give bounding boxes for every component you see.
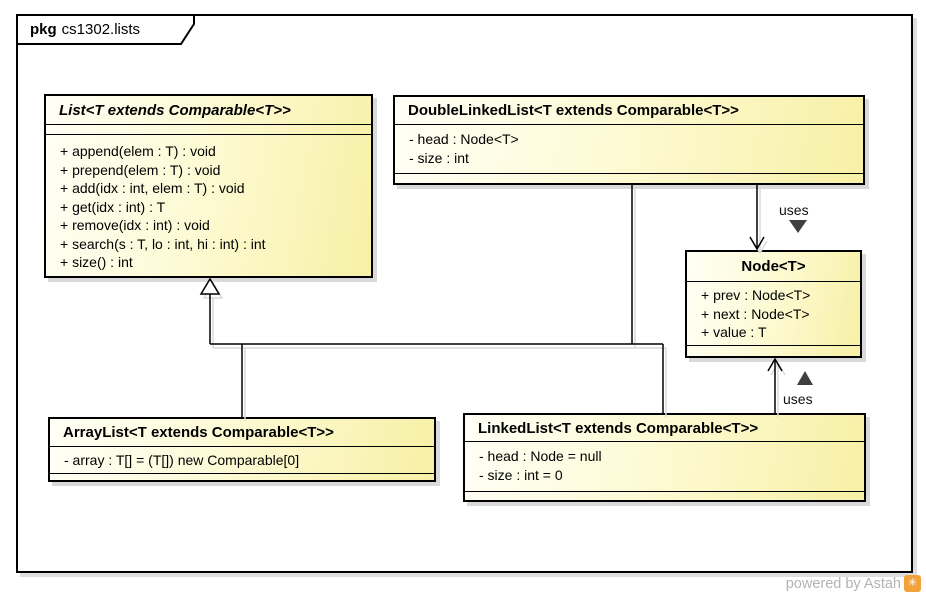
method-item: + remove(idx : int) : void <box>60 217 210 233</box>
class-title-node: Node<T> <box>687 252 860 282</box>
class-box-arraylist: ArrayList<T extends Comparable<T>> - arr… <box>48 417 436 482</box>
methods-compartment <box>395 174 863 183</box>
class-box-linkedlist: LinkedList<T extends Comparable<T>> - he… <box>463 413 866 502</box>
method-item: + search(s : T, lo : int, hi : int) : in… <box>60 235 266 252</box>
attributes-compartment: - head : Node = null - size : int = 0 <box>465 442 864 492</box>
class-box-node: Node<T> + prev : Node<T> + next : Node<T… <box>685 250 862 358</box>
class-title-linkedlist: LinkedList<T extends Comparable<T>> <box>465 415 864 442</box>
method-item: + prepend(elem : T) : void <box>60 161 221 178</box>
methods-compartment <box>687 346 860 356</box>
method-item: + append(elem : T) : void <box>60 143 216 159</box>
methods-compartment <box>465 492 864 500</box>
attributes-compartment: + prev : Node<T> + next : Node<T> + valu… <box>687 282 860 346</box>
watermark: powered by Astah ✳ <box>786 575 921 592</box>
method-item: + size() : int <box>60 254 133 270</box>
class-box-doublelinkedlist: DoubleLinkedList<T extends Comparable<T>… <box>393 95 865 185</box>
attribute-item: - size : int = 0 <box>479 466 563 483</box>
attribute-item: + next : Node<T> <box>701 305 810 322</box>
attribute-item: + value : T <box>701 324 767 340</box>
attributes-compartment: - head : Node<T> - size : int <box>395 125 863 174</box>
method-item: + add(idx : int, elem : T) : void <box>60 180 245 196</box>
method-item: + get(idx : int) : T <box>60 198 166 215</box>
attribute-item: + prev : Node<T> <box>701 287 811 303</box>
attribute-item: - size : int <box>409 149 469 166</box>
package-name: cs1302.lists <box>61 21 141 38</box>
uses-label-linkedlist: uses <box>783 391 813 407</box>
attribute-item: - head : Node = null <box>479 448 602 464</box>
watermark-text: powered by Astah <box>785 575 901 592</box>
methods-compartment <box>50 474 434 480</box>
attribute-item: - array : T[] = (T[]) new Comparable[0] <box>64 452 300 468</box>
astah-logo-icon: ✳ <box>904 575 921 592</box>
class-title-arraylist: ArrayList<T extends Comparable<T>> <box>50 419 434 447</box>
uses-label-dll: uses <box>779 202 809 218</box>
attributes-compartment <box>46 125 371 135</box>
class-box-list: List<T extends Comparable<T>> + append(e… <box>44 94 373 278</box>
package-keyword: pkg <box>30 21 57 38</box>
class-title-list: List<T extends Comparable<T>> <box>46 96 371 125</box>
attribute-item: - head : Node<T> <box>409 131 519 147</box>
class-title-doublelinkedlist: DoubleLinkedList<T extends Comparable<T>… <box>395 97 863 125</box>
attributes-compartment: - array : T[] = (T[]) new Comparable[0] <box>50 447 434 474</box>
methods-compartment: + append(elem : T) : void + prepend(elem… <box>46 135 371 276</box>
